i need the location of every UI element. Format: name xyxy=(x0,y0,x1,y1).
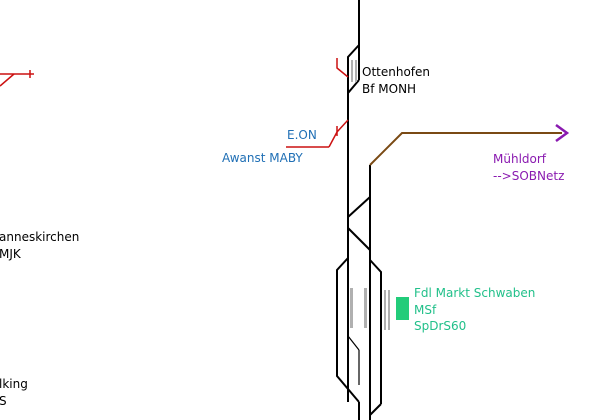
private-sidings xyxy=(286,58,349,148)
left-station1-code: MJK xyxy=(0,247,22,261)
eon-name: E.ON xyxy=(287,128,317,142)
eon-code: Awanst MABY xyxy=(222,151,303,165)
signal-box-icon xyxy=(396,297,409,320)
platform-schwaben-2 xyxy=(364,288,367,328)
platform-schwaben-3 xyxy=(384,290,386,330)
ottenhofen-name: Ottenhofen xyxy=(362,65,430,79)
ottenhofen-code: Bf MONH xyxy=(362,82,416,96)
platform-ottenhofen-1 xyxy=(351,60,353,82)
left-red-siding xyxy=(0,70,34,87)
left-station2-code: S xyxy=(0,394,7,408)
platform-schwaben-1 xyxy=(350,288,353,328)
chevron-right-arrow-icon xyxy=(555,123,570,143)
platform-schwaben-4 xyxy=(388,290,390,330)
muehldorf-operator: -->SOBNetz xyxy=(493,169,564,183)
schwaben-name: Fdl Markt Schwaben xyxy=(414,286,535,300)
platform-ottenhofen-2 xyxy=(355,60,357,82)
muehldorf-name: Mühldorf xyxy=(493,152,547,166)
muehldorf-connection xyxy=(369,132,562,166)
schwaben-code1: MSf xyxy=(414,303,437,317)
left-station2-name: lking xyxy=(0,377,28,391)
main-track xyxy=(336,0,382,420)
left-station1-name: anneskirchen xyxy=(0,230,79,244)
station-siding xyxy=(347,335,360,385)
platforms xyxy=(350,60,390,330)
schwaben-code2: SpDrS60 xyxy=(414,319,466,333)
